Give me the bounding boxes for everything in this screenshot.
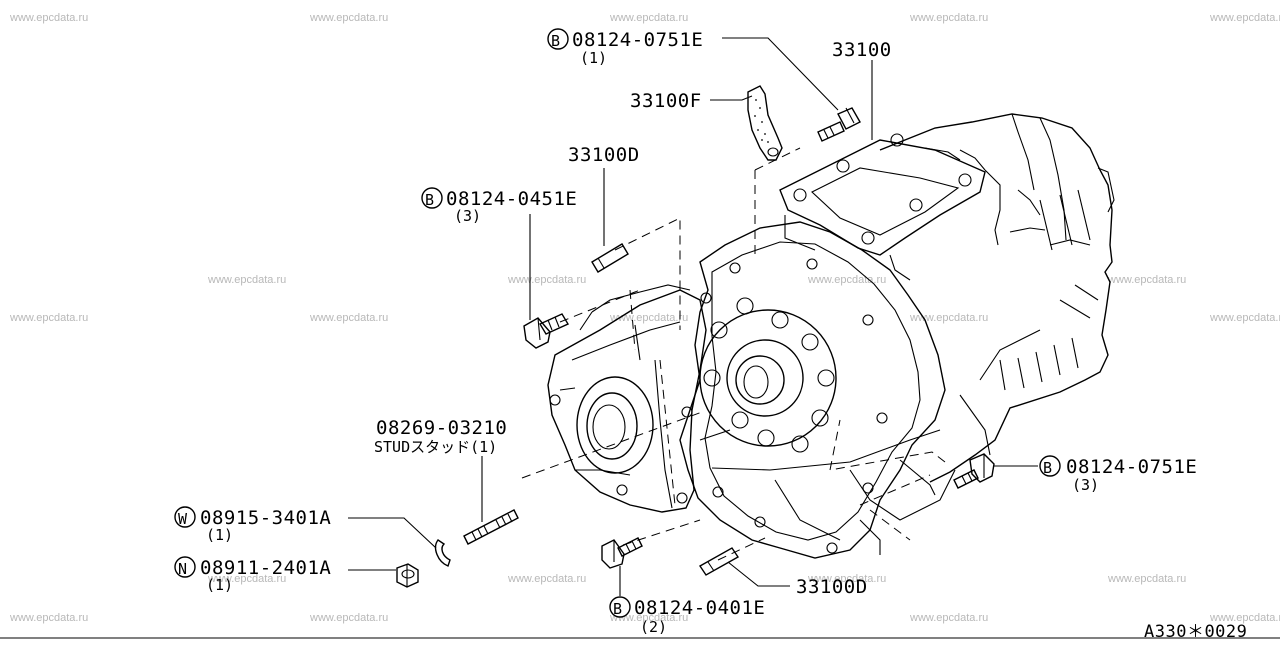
watermark: www.epcdata.ru	[9, 12, 88, 24]
watermark: www.epcdata.ru	[1107, 573, 1186, 585]
part-number: 08124-0401E	[634, 597, 765, 619]
watermark: www.epcdata.ru	[609, 12, 688, 24]
part-washer[interactable]	[434, 539, 451, 567]
part-number: 33100D	[796, 576, 868, 598]
part-quantity: (3)	[454, 207, 481, 225]
part-quantity: (2)	[640, 618, 667, 636]
part-quantity: (1)	[580, 49, 607, 67]
watermark: www.epcdata.ru	[507, 573, 586, 585]
callout-nut[interactable]: N 08911-2401A (1)	[174, 556, 331, 594]
part-number: 08124-0451E	[446, 188, 577, 210]
watermark: www.epcdata.ru	[309, 612, 388, 624]
callout-stud[interactable]: 08269-03210 STUDスタッド(1)	[374, 417, 507, 456]
leader-lines	[348, 37, 1038, 596]
callout-left-bolt[interactable]: B 08124-0451E (3)	[421, 187, 577, 225]
badge-letter: B	[425, 191, 435, 209]
part-number: 08911-2401A	[200, 557, 331, 579]
badge-circle	[421, 187, 443, 209]
callout-dowel-bottom[interactable]: 33100D	[796, 576, 868, 598]
badge-letter: B	[1043, 459, 1053, 477]
part-number: 08124-0751E	[1066, 456, 1197, 478]
callout-bottom-bolt[interactable]: B 08124-0401E (2)	[609, 596, 765, 636]
part-bolt-bottom[interactable]	[601, 537, 643, 569]
callout-washer[interactable]: W 08915-3401A (1)	[174, 506, 331, 544]
watermark: www.epcdata.ru	[309, 312, 388, 324]
part-dowel-top[interactable]	[591, 243, 629, 273]
watermark: www.epcdata.ru	[9, 612, 88, 624]
watermark: www.epcdata.ru	[9, 312, 88, 324]
badge-letter: N	[178, 560, 188, 578]
part-bolt-left[interactable]	[523, 313, 570, 349]
badge-circle	[174, 556, 196, 578]
watermark: www.epcdata.ru	[1107, 274, 1186, 286]
part-number: 33100	[832, 39, 892, 61]
part-number: 33100F	[630, 90, 702, 112]
watermark: www.epcdata.ru	[1209, 312, 1280, 324]
watermark: www.epcdata.ru	[207, 274, 286, 286]
watermark: www.epcdata.ru	[609, 312, 688, 324]
watermark: www.epcdata.ru	[1209, 12, 1280, 24]
watermark: www.epcdata.ru	[807, 573, 886, 585]
part-bolt-top[interactable]	[817, 107, 861, 142]
part-description: STUDスタッド(1)	[374, 438, 497, 456]
watermark: www.epcdata.ru	[1209, 612, 1280, 624]
part-number: 08915-3401A	[200, 507, 331, 529]
badge-circle	[174, 506, 196, 528]
badge-letter: B	[551, 32, 561, 50]
part-number: 33100D	[568, 144, 640, 166]
watermark: www.epcdata.ru	[609, 612, 688, 624]
badge-circle	[609, 596, 631, 618]
watermark: www.epcdata.ru	[909, 12, 988, 24]
badge-letter: W	[178, 510, 188, 528]
watermark: www.epcdata.ru	[207, 573, 286, 585]
part-quantity: (1)	[206, 526, 233, 544]
watermark: www.epcdata.ru	[507, 274, 586, 286]
part-dowel-bottom[interactable]	[698, 547, 740, 576]
watermark: www.epcdata.ru	[309, 12, 388, 24]
callout-case[interactable]: 33100	[832, 39, 892, 61]
callout-bracket[interactable]: 33100F	[630, 90, 702, 112]
part-bolt-right[interactable]	[953, 453, 995, 489]
badge-circle	[1039, 455, 1061, 477]
callout-dowel-top[interactable]: 33100D	[568, 144, 640, 166]
callout-right-bolt[interactable]: B 08124-0751E (3)	[1039, 455, 1197, 494]
part-quantity: (1)	[206, 576, 233, 594]
diagram-code: A330＊0029	[1144, 622, 1247, 640]
part-quantity: (3)	[1072, 476, 1099, 494]
part-number: 08269-03210	[376, 417, 507, 439]
part-bracket-33100F[interactable]	[747, 85, 783, 161]
badge-circle	[547, 28, 569, 50]
part-nut[interactable]	[396, 563, 419, 588]
callout-top-bolt[interactable]: B 08124-0751E (1)	[547, 28, 703, 67]
transmission-case	[547, 113, 1115, 559]
part-number: 08124-0751E	[572, 29, 703, 51]
assembly-guide-lines	[521, 147, 946, 561]
watermark: www.epcdata.ru	[909, 312, 988, 324]
part-stud[interactable]	[463, 509, 519, 545]
watermark: www.epcdata.ru	[909, 612, 988, 624]
badge-letter: B	[613, 600, 623, 618]
